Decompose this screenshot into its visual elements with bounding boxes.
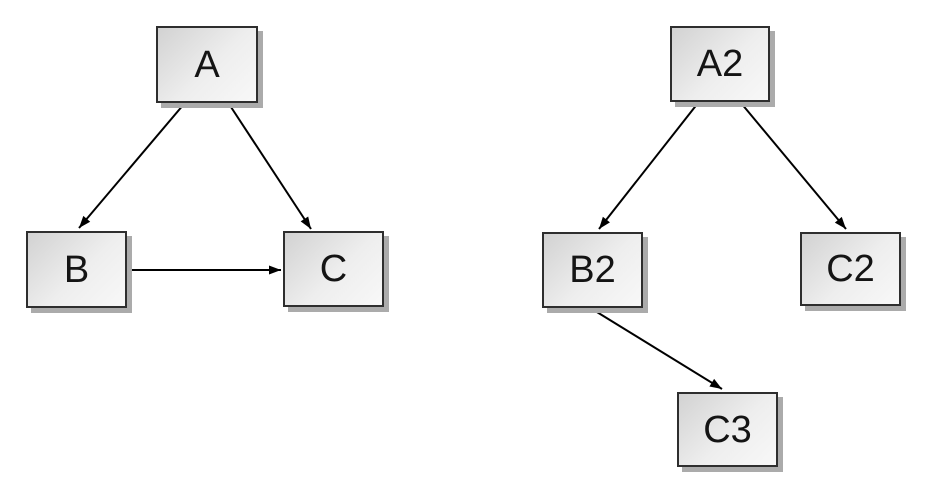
edge-A2-to-B2 xyxy=(598,102,699,230)
node-label-B2: B2 xyxy=(569,249,616,291)
edge-A2-to-C2 xyxy=(740,102,847,230)
node-label-C3: C3 xyxy=(703,408,752,451)
edge-B2-to-C3 xyxy=(591,308,723,390)
edge-A-to-B xyxy=(78,103,185,229)
node-label-C: C xyxy=(319,248,348,290)
node-label-B: B xyxy=(63,248,90,291)
node-label-A2: A2 xyxy=(696,43,744,85)
node-C2[interactable]: C2 xyxy=(800,232,901,306)
node-A[interactable]: A xyxy=(156,26,258,103)
node-C3[interactable]: C3 xyxy=(677,392,778,467)
edge-A-to-C xyxy=(228,103,312,230)
node-B2[interactable]: B2 xyxy=(542,232,643,308)
node-A2[interactable]: A2 xyxy=(670,26,770,102)
node-C[interactable]: C xyxy=(283,231,384,307)
node-B[interactable]: B xyxy=(26,231,127,308)
node-label-A: A xyxy=(194,43,220,86)
node-label-C2: C2 xyxy=(826,248,875,290)
